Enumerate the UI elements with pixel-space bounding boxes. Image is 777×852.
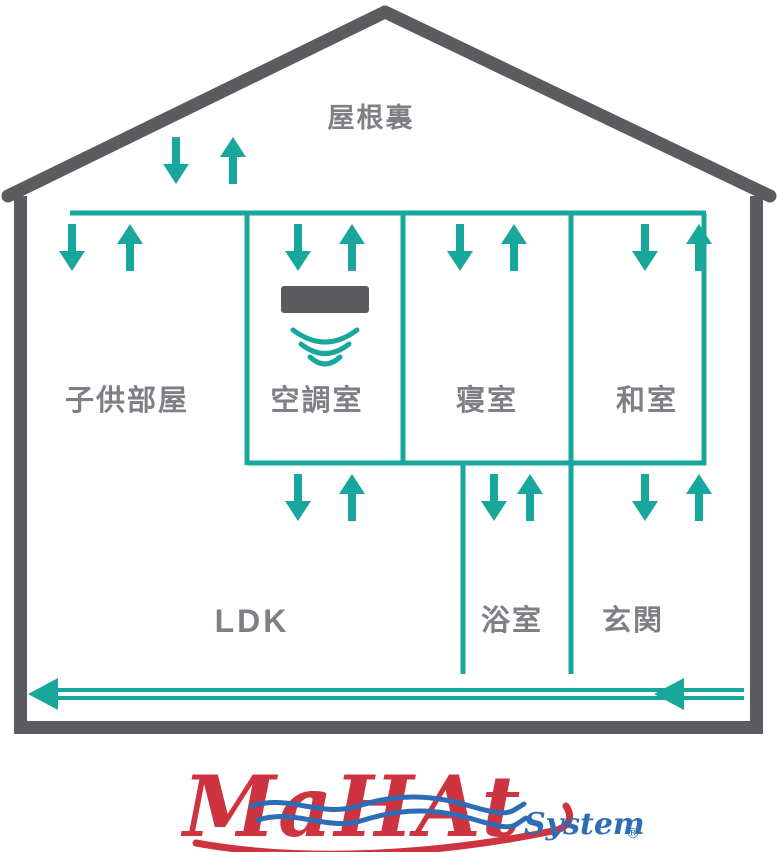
attic-down-arrow-icon <box>163 137 189 184</box>
washitsu-down-arrow-icon <box>632 224 658 271</box>
bath-up-arrow-icon <box>517 474 543 521</box>
bedroom-down-arrow-icon <box>447 224 473 271</box>
right-wall <box>750 196 763 734</box>
logo-wave-2 <box>255 808 529 830</box>
ldk-up-arrow-icon <box>339 474 365 521</box>
attic-label: 屋根裏 <box>327 103 415 133</box>
kids-room-down-arrow-icon <box>59 224 85 271</box>
room-label-bedroom: 寝室 <box>455 385 518 417</box>
airflow-signal-icon <box>290 327 360 367</box>
return-flow-left-arrow-icon <box>28 678 58 710</box>
ac-unit <box>281 286 369 313</box>
floor-return-flow <box>28 678 744 710</box>
kids-room-up-arrow-icon <box>117 224 143 271</box>
ldk-down-arrow-icon <box>285 474 311 521</box>
logo-subtext: System <box>524 807 645 842</box>
room-label-kids: 子供部屋 <box>64 385 189 417</box>
logo: MaHAt System ® <box>180 757 645 852</box>
floor-base <box>14 721 763 734</box>
bedroom-up-arrow-icon <box>501 224 527 271</box>
room-label-ac-room: 空調室 <box>270 385 364 417</box>
room-label-washitsu: 和室 <box>615 385 678 417</box>
attic-up-arrow-icon <box>220 137 246 184</box>
logo-registered-mark: ® <box>626 826 640 842</box>
return-flow-mid-arrow-icon <box>654 678 684 710</box>
room-label-bath: 浴室 <box>480 605 543 637</box>
entrance-up-arrow-icon <box>686 474 712 521</box>
bath-down-arrow-icon <box>481 474 507 521</box>
room-label-entrance: 玄関 <box>601 605 664 637</box>
ac-room-down-arrow-icon <box>285 224 311 271</box>
entrance-down-arrow-icon <box>632 474 658 521</box>
room-label-ldk: LDK <box>214 603 290 639</box>
washitsu-up-arrow-icon <box>686 224 712 271</box>
ac-room-up-arrow-icon <box>339 224 365 271</box>
left-wall <box>14 196 27 734</box>
return-flow-line-bottom <box>46 696 744 700</box>
return-flow-line-top <box>46 688 744 692</box>
logo-wave-1 <box>249 794 527 816</box>
duct-lines <box>70 210 707 674</box>
roof <box>1 5 777 203</box>
